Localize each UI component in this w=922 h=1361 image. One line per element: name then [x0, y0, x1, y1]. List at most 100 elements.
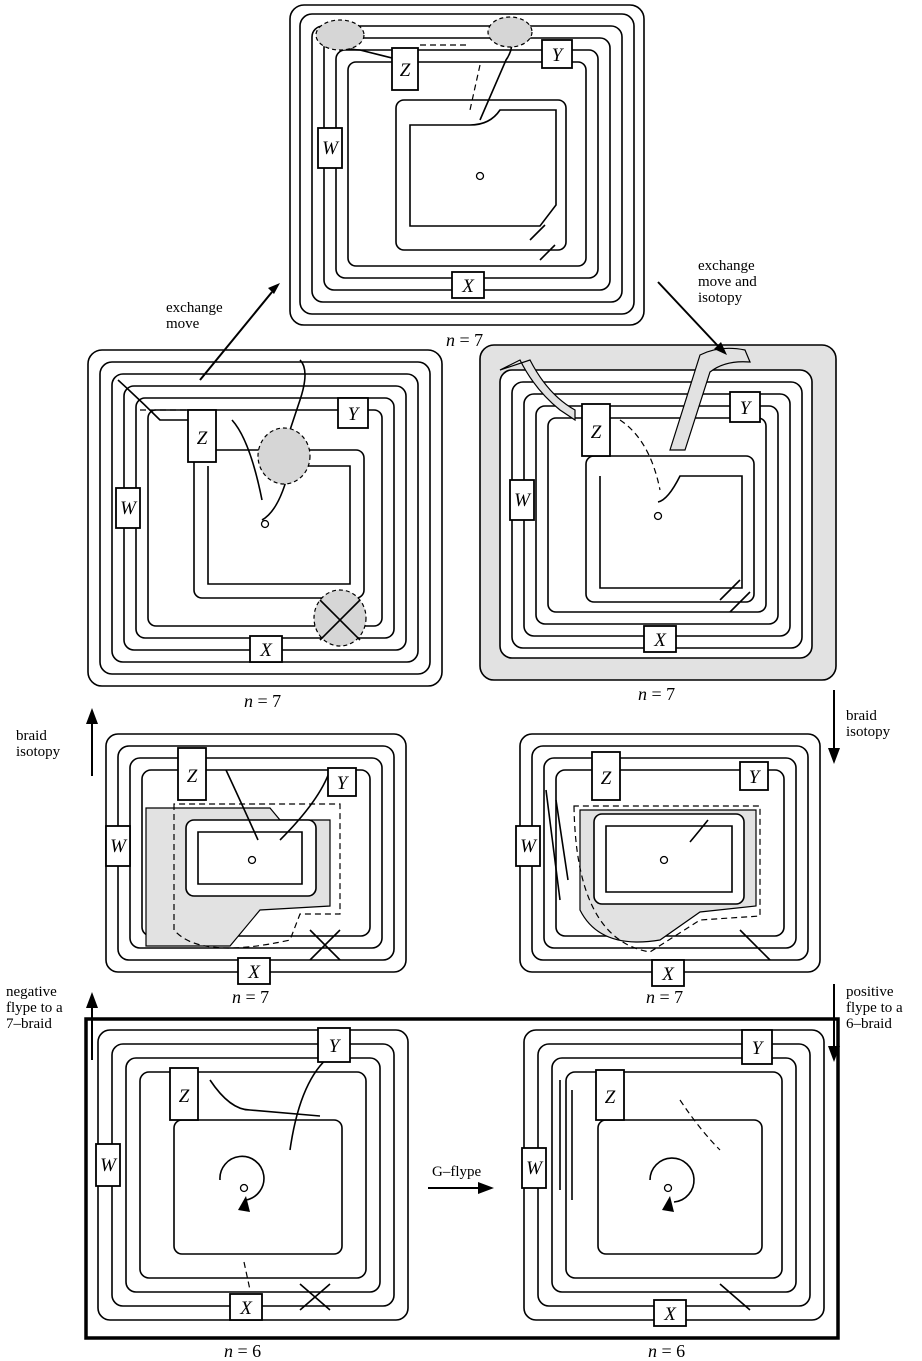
label-move-and: move and: [698, 274, 757, 290]
panel-low-right: Z Y W X n = 7: [515, 733, 821, 1007]
label-exchange: exchange: [698, 258, 755, 274]
panel-mid-right: Z Y W X n = 7: [479, 344, 837, 704]
braid-axis-point: [260, 519, 270, 529]
box-y: Y: [729, 391, 761, 423]
exchange-region-ellipse: [315, 19, 365, 51]
label-move: move: [166, 316, 200, 332]
box-x-label: X: [461, 276, 475, 297]
box-x-label: X: [239, 1298, 253, 1319]
label-positive: positive: [846, 984, 894, 1000]
box-x: X: [249, 635, 283, 663]
box-z: Z: [591, 751, 621, 801]
arrow-braid-isotopy-left: braid isotopy: [16, 708, 98, 776]
braid-axis-point: [475, 171, 485, 181]
box-y: Y: [327, 767, 357, 797]
braid-axis-point: [247, 855, 257, 865]
box-w: W: [515, 825, 541, 867]
box-x-label: X: [663, 1304, 677, 1325]
box-z-label: Z: [197, 428, 208, 449]
braid-axis-point: [659, 855, 669, 865]
panel-bottom-left: Z Y W X n = 6: [95, 1027, 409, 1361]
box-z: Z: [391, 47, 419, 91]
box-y: Y: [741, 1029, 773, 1065]
box-x: X: [643, 625, 677, 653]
box-z-label: Z: [591, 422, 602, 443]
box-x-label: X: [247, 962, 261, 983]
n-label-top: n = 7: [446, 330, 483, 350]
n-label-bottom-left: n = 6: [224, 1341, 261, 1361]
n-label-low-right: n = 7: [646, 987, 683, 1007]
box-w-label: W: [526, 1158, 544, 1179]
box-x-label: X: [661, 964, 675, 985]
braid-axis-point: [239, 1183, 249, 1193]
box-w: W: [105, 825, 131, 867]
label-7-braid: 7–braid: [6, 1016, 52, 1032]
box-z-label: Z: [187, 766, 198, 787]
box-z: Z: [187, 409, 217, 463]
n-label-low-left: n = 7: [232, 987, 269, 1007]
box-w-label: W: [520, 836, 538, 857]
box-y-label: Y: [749, 767, 762, 788]
box-w-label: W: [100, 1155, 118, 1176]
box-w-label: W: [514, 490, 532, 511]
arrow-g-flype: G–flype: [428, 1164, 494, 1194]
box-x: X: [451, 271, 485, 299]
label-braid: braid: [16, 728, 47, 744]
panel-low-left: Z Y W X n = 7: [105, 733, 407, 1007]
exchange-region-ellipse: [487, 16, 533, 48]
n-label-mid-left: n = 7: [244, 691, 281, 711]
box-x-label: X: [653, 630, 667, 651]
box-w: W: [317, 127, 343, 169]
box-z: Z: [595, 1069, 625, 1121]
box-y-label: Y: [329, 1036, 342, 1057]
label-negative: negative: [6, 984, 57, 1000]
label-flype-to-a: flype to a: [846, 1000, 903, 1016]
panel-mid-left: Z Y W X n = 7: [87, 349, 443, 711]
box-z: Z: [177, 747, 207, 801]
box-z-label: Z: [179, 1086, 190, 1107]
box-x: X: [237, 957, 271, 985]
box-y: Y: [739, 761, 769, 791]
label-isotopy: isotopy: [698, 290, 743, 306]
box-y: Y: [541, 39, 573, 69]
box-x: X: [653, 1299, 687, 1327]
box-z-label: Z: [601, 768, 612, 789]
arrow-exchange-move: exchange move: [166, 283, 280, 381]
box-w: W: [521, 1147, 547, 1189]
box-w: W: [95, 1143, 121, 1187]
box-x: X: [229, 1293, 263, 1321]
arrow-positive-flype: positive flype to a 6–braid: [828, 984, 903, 1062]
box-z-label: Z: [400, 60, 411, 81]
label-flype-to-a: flype to a: [6, 1000, 63, 1016]
braid-axis-point: [653, 511, 663, 521]
highlight-box: [84, 1017, 840, 1340]
label-isotopy: isotopy: [16, 744, 61, 760]
box-w-label: W: [110, 836, 128, 857]
arrow-braid-isotopy-right: braid isotopy: [828, 690, 891, 764]
label-6-braid: 6–braid: [846, 1016, 892, 1032]
region-ellipse: [257, 427, 311, 485]
box-w-label: W: [322, 138, 340, 159]
label-exchange: exchange: [166, 300, 223, 316]
n-label-bottom-right: n = 6: [648, 1341, 685, 1361]
label-braid: braid: [846, 708, 877, 724]
n-label-mid-right: n = 7: [638, 684, 675, 704]
arrow-exchange-move-isotopy: exchange move and isotopy: [657, 258, 757, 355]
box-z-label: Z: [605, 1087, 616, 1108]
box-x-label: X: [259, 640, 273, 661]
box-y-label: Y: [552, 45, 565, 66]
panel-bottom-right: Z Y W X n = 6: [521, 1029, 825, 1361]
panel-top: Z Y W X n = 7: [289, 4, 645, 350]
braid-axis-point: [663, 1183, 673, 1193]
box-w: W: [115, 487, 141, 529]
box-y-label: Y: [752, 1038, 765, 1059]
box-w-label: W: [120, 498, 138, 519]
box-z: Z: [169, 1067, 199, 1121]
box-y: Y: [317, 1027, 351, 1063]
box-x: X: [651, 959, 685, 987]
box-w: W: [509, 479, 535, 521]
box-y-label: Y: [337, 773, 350, 794]
arrow-negative-flype: negative flype to a 7–braid: [6, 984, 98, 1060]
box-z: Z: [581, 403, 611, 457]
